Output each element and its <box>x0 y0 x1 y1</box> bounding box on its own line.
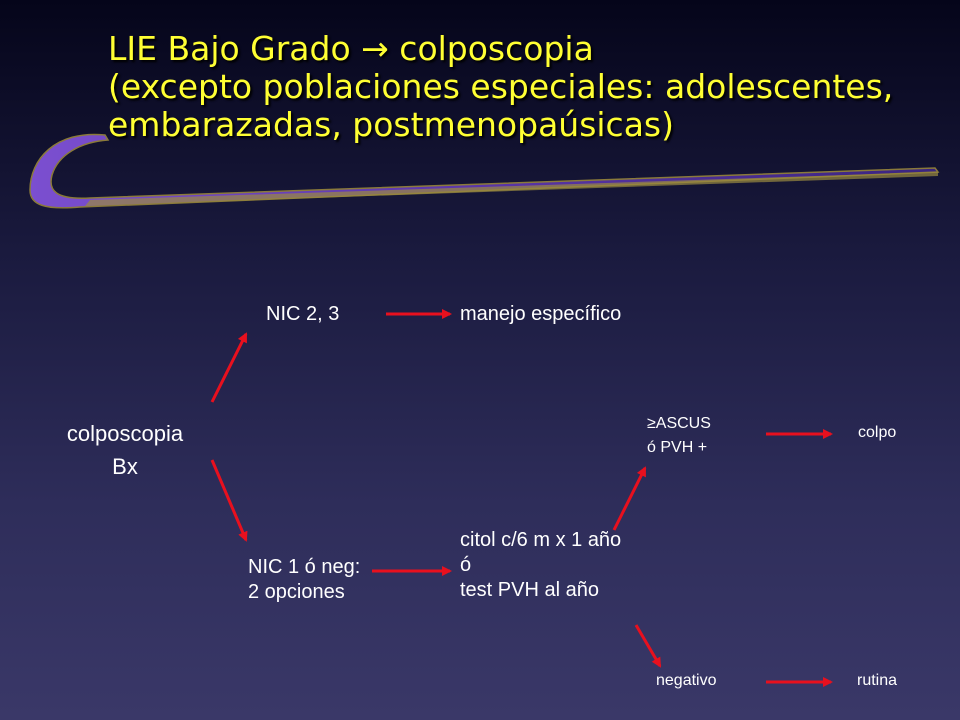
title-line-2: (excepto poblaciones especiales: adolesc… <box>108 67 894 106</box>
node-ascus: ≥ASCUS ó PVH + <box>647 412 711 460</box>
node-nic1-line2: 2 opciones <box>248 581 345 603</box>
node-colpo: colpo <box>858 424 897 441</box>
node-colposcopia: colposcopia Bx <box>40 420 210 480</box>
node-nic1-line1: NIC 1 ó neg: <box>248 556 361 578</box>
node-citol: citol c/6 m x 1 año ó test PVH al año <box>460 528 621 603</box>
node-citol-line2: ó <box>460 554 472 576</box>
node-citol-line3: test PVH al año <box>460 579 599 601</box>
title-line-3: embarazadas, postmenopaúsicas) <box>108 105 674 144</box>
node-citol-line1: citol c/6 m x 1 año <box>460 529 622 551</box>
node-ascus-line2: ó PVH + <box>647 439 708 456</box>
slide-title: LIE Bajo Grado → colposcopia (excepto po… <box>108 30 948 144</box>
arrow-colpo-to-nic23 <box>210 332 248 403</box>
node-nic23: NIC 2, 3 <box>266 303 340 325</box>
arrow-citol-to-ascus <box>612 466 647 531</box>
node-nic1: NIC 1 ó neg: 2 opciones <box>248 555 360 605</box>
title-line-1: LIE Bajo Grado → colposcopia <box>108 29 594 68</box>
node-ascus-line1: ≥ASCUS <box>647 415 711 432</box>
node-bx-label: Bx <box>112 454 138 479</box>
node-manejo: manejo específico <box>460 303 622 325</box>
node-rutina: rutina <box>857 672 898 689</box>
node-negativo: negativo <box>656 672 717 689</box>
node-colposcopia-label: colposcopia <box>66 421 184 446</box>
arrow-citol-to-negativo <box>634 624 662 668</box>
arrow-colpo-to-nic1 <box>210 459 248 542</box>
